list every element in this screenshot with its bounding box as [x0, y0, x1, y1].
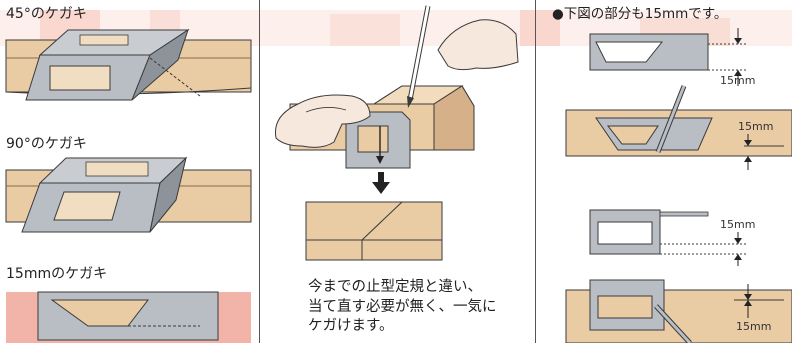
board-with-ruler — [565, 85, 792, 170]
ruler-square — [589, 209, 748, 266]
board-bottom — [565, 279, 792, 343]
usage-description: 今までの止型定規と違い、 当て直す必要が無く、一気に ケガけます。 — [308, 279, 497, 334]
dimension-label-2: 15mm — [738, 120, 774, 133]
down-arrow-icon — [372, 172, 390, 194]
label-90-degree: 90°のケガキ — [6, 136, 87, 152]
ruler-90 — [21, 156, 188, 233]
hand-with-pencil — [407, 5, 519, 108]
result-board — [305, 201, 443, 261]
ruler-top — [589, 28, 748, 86]
ruler-on-block — [345, 111, 411, 169]
divider-right — [535, 0, 536, 343]
illustration-45-90-15 — [5, 28, 252, 343]
hand-holding-ruler — [274, 94, 371, 148]
dimension-label-4: 15mm — [736, 320, 772, 333]
panel-15mm-details: ●下図の部分も15mmです。 — [538, 0, 792, 343]
illustration-usage — [274, 5, 519, 261]
dimension-label-1: 15mm — [720, 74, 756, 87]
label-15mm: 15mmのケガキ — [6, 266, 108, 282]
dimension-label-3: 15mm — [720, 218, 756, 231]
board-15mm — [6, 291, 251, 343]
panel-usage: 今までの止型定規と違い、 当て直す必要が無く、一気に ケガけます。 — [262, 0, 534, 343]
label-45-degree: 45°のケガキ — [6, 6, 87, 22]
panel-marking-types: 45°のケガキ — [0, 0, 258, 343]
note-text: ●下図の部分も15mmです。 — [552, 6, 728, 22]
divider-left — [259, 0, 260, 343]
illustration-15mm — [565, 28, 792, 343]
ruler-45 — [25, 28, 201, 101]
